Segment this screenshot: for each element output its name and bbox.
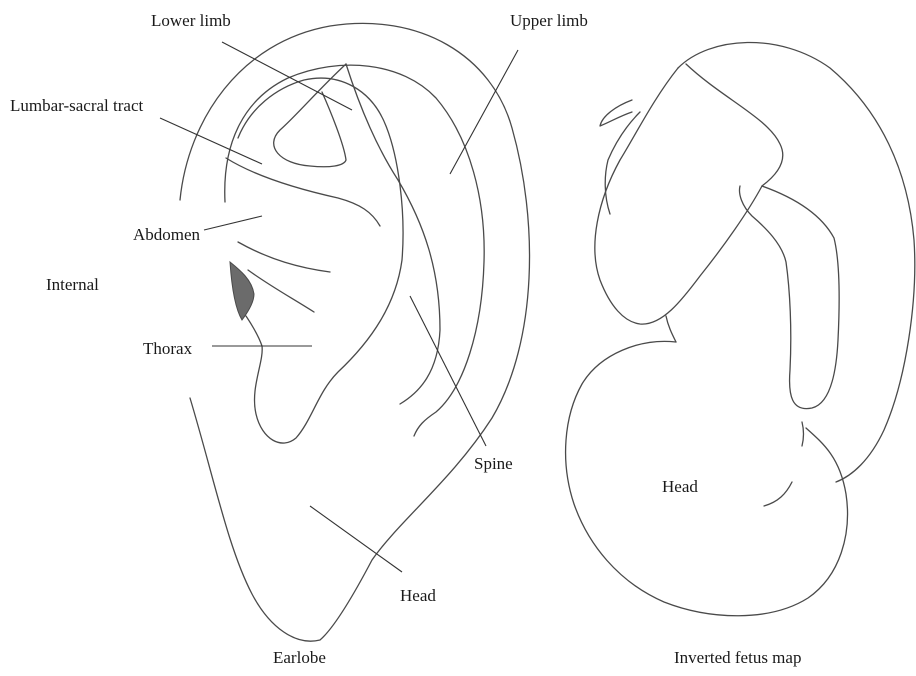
ear-outline (180, 23, 530, 641)
label-spine: Spine (474, 455, 513, 472)
fetus-outline (566, 42, 915, 615)
label-lumbar-sacral-tract: Lumbar-sacral tract (10, 97, 143, 114)
caption-earlobe: Earlobe (273, 649, 326, 666)
label-head-ear: Head (400, 587, 436, 604)
label-internal: Internal (46, 276, 99, 293)
label-abdomen: Abdomen (133, 226, 200, 243)
label-upper-limb: Upper limb (510, 12, 588, 29)
label-thorax: Thorax (143, 340, 192, 357)
label-lower-limb: Lower limb (151, 12, 231, 29)
internal-zone (230, 262, 254, 320)
caption-fetus-map: Inverted fetus map (674, 649, 801, 666)
ear-leader-lines (160, 42, 518, 572)
label-head-fetus: Head (662, 478, 698, 495)
